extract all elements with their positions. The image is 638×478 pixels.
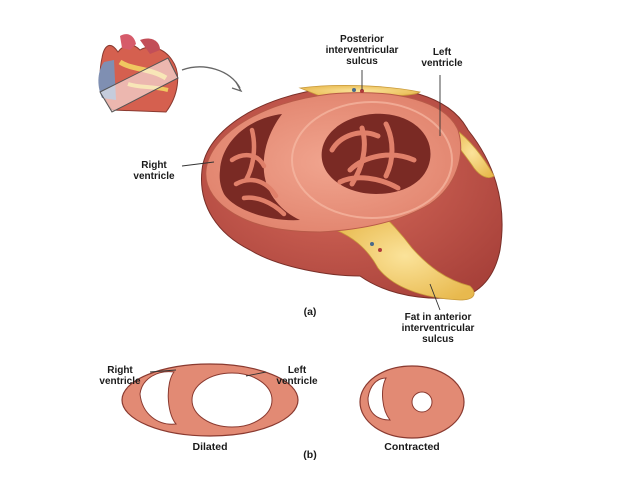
part-a-label: (a) xyxy=(303,306,317,318)
dilated-caption: Dilated xyxy=(192,441,228,453)
label-line: ventricle xyxy=(133,171,175,182)
contracted-caption: Contracted xyxy=(384,441,440,453)
leader-lines-a xyxy=(181,70,441,311)
label-line: Left xyxy=(432,47,452,58)
heart-thumbnail xyxy=(98,34,179,113)
label-fat-anterior-sulcus: Fat in anterior interventricular sulcus xyxy=(388,312,488,345)
label-line: ventricle xyxy=(99,376,141,387)
label-posterior-interventricular-sulcus: Posterior interventricular sulcus xyxy=(314,34,410,67)
label-line: Right xyxy=(141,160,167,171)
main-heart-section xyxy=(200,84,503,301)
pointer-arrow xyxy=(181,66,241,89)
label-line: Posterior xyxy=(340,34,384,45)
contracted-heart xyxy=(359,365,465,439)
label-left-ventricle-top: Left ventricle xyxy=(414,47,470,69)
label-line: ventricle xyxy=(276,376,318,387)
label-right-ventricle-small: Right ventricle xyxy=(92,365,148,387)
label-line: sulcus xyxy=(422,334,454,345)
leader-lines-b xyxy=(149,369,267,377)
label-left-ventricle-small: Left ventricle xyxy=(268,365,326,387)
label-right-ventricle-main: Right ventricle xyxy=(126,160,182,182)
label-line: interventricular xyxy=(325,45,399,56)
label-line: Right xyxy=(107,365,133,376)
dilated-heart xyxy=(121,363,299,437)
label-line: Fat in anterior xyxy=(404,312,472,323)
label-line: sulcus xyxy=(346,56,378,67)
part-b-label: (b) xyxy=(303,449,317,461)
label-line: ventricle xyxy=(421,58,463,69)
label-line: interventricular xyxy=(401,323,475,334)
label-line: Left xyxy=(287,365,307,376)
